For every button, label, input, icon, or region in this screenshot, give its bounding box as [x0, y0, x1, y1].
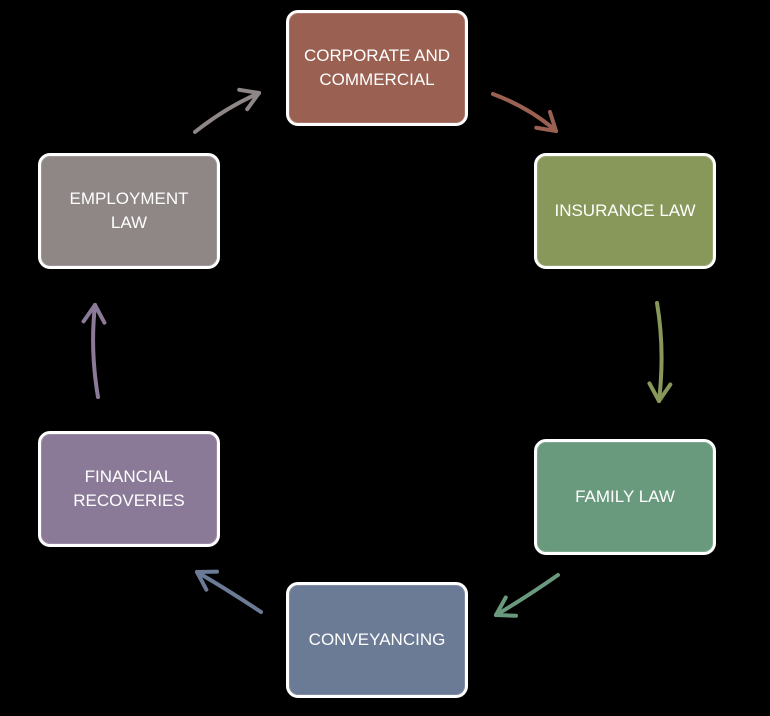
arrow-shaft [193, 91, 261, 134]
arrow-shaft [91, 303, 100, 399]
arrow-shaft [494, 573, 560, 617]
arrow-shaft [195, 570, 263, 614]
arrowhead-stroke [534, 125, 558, 133]
arrow-insurance-to-family [647, 301, 673, 403]
node-family-law: FAMILY LAW [534, 439, 716, 555]
node-financial-recoveries: FINANCIAL RECOVERIES [38, 431, 220, 547]
arrow-financial-to-employment [81, 303, 107, 399]
node-conveyancing: CONVEYANCING [286, 582, 468, 698]
arrowhead-stroke [245, 91, 261, 112]
arrow-family-to-conveyancing [494, 573, 560, 618]
arrow-conveyancing-to-financial [195, 569, 263, 614]
node-employment-law: EMPLOYMENT LAW [38, 153, 220, 269]
arrow-shaft [655, 301, 664, 403]
node-insurance-law: INSURANCE LAW [534, 153, 716, 269]
arrow-shaft [491, 92, 558, 133]
arrowhead-stroke [657, 382, 673, 403]
arrowhead-stroke [81, 303, 97, 324]
arrow-corporate-to-insurance [491, 92, 558, 133]
arrowhead-stroke [93, 303, 107, 325]
arrowhead-stroke [547, 109, 558, 133]
arrowhead-stroke [195, 570, 209, 592]
node-corporate-and-commercial: CORPORATE AND COMMERCIAL [286, 10, 468, 126]
arrowhead-stroke [494, 595, 508, 617]
arrow-employment-to-corporate [193, 87, 261, 134]
arrowhead-stroke [237, 87, 261, 95]
arrowhead-stroke [647, 381, 661, 403]
arrowhead-stroke [494, 613, 518, 618]
